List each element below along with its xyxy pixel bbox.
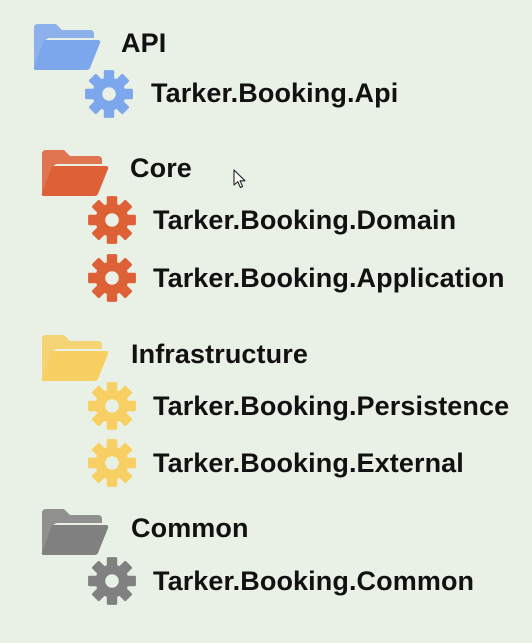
gear-icon: [86, 437, 138, 489]
project-label-persistence: Tarker.Booking.Persistence: [153, 391, 510, 421]
project-label-common: Tarker.Booking.Common: [153, 566, 475, 596]
group-label-infrastructure: Infrastructure: [131, 339, 308, 369]
project-label-domain: Tarker.Booking.Domain: [153, 205, 457, 235]
group-label-core: Core: [130, 153, 192, 183]
project-label-application: Tarker.Booking.Application: [153, 263, 505, 293]
gear-icon: [86, 194, 138, 246]
folder-icon: [32, 22, 102, 72]
gear-icon: [86, 252, 138, 304]
project-label-api: Tarker.Booking.Api: [151, 78, 399, 108]
gear-icon: [83, 68, 135, 120]
group-label-api: API: [121, 28, 167, 58]
project-label-external: Tarker.Booking.External: [153, 448, 464, 478]
folder-icon: [40, 333, 110, 383]
folder-icon: [40, 507, 110, 557]
gear-icon: [86, 380, 138, 432]
folder-icon: [40, 148, 110, 198]
gear-icon: [86, 555, 138, 607]
mouse-cursor-icon: [233, 169, 246, 189]
group-label-common: Common: [131, 513, 249, 543]
